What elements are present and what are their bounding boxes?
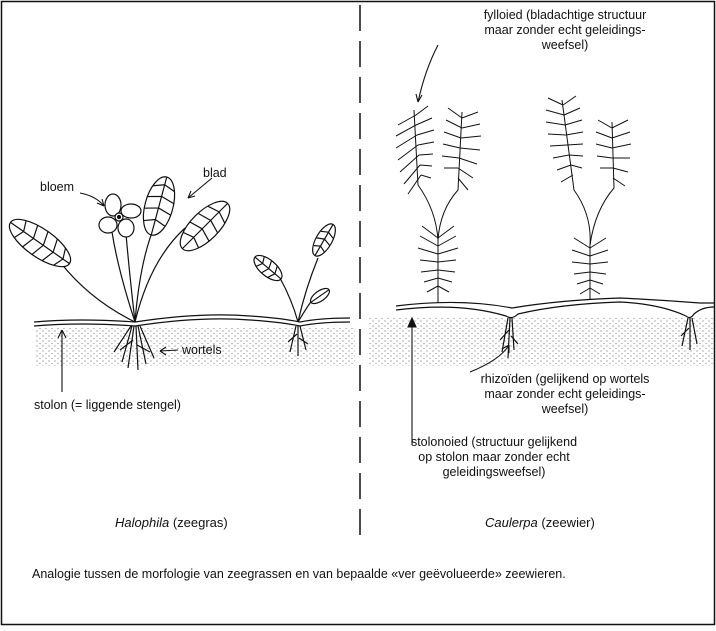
label-stolonoied-line2: op stolon maar zonder echt [384, 450, 604, 465]
label-stolon: stolon (= liggende stengel) [34, 398, 181, 413]
title-caulerpa-common: (zeewier) [541, 515, 594, 530]
label-stolonoied-line1: stolonoied (structuur gelijkend [384, 435, 604, 450]
label-fylloied-line1: fylloied (bladachtige structuur [420, 8, 710, 23]
label-fylloied-line2: maar zonder echt geleidings- [420, 23, 710, 38]
halophila-flower [99, 194, 141, 237]
title-halophila-common: (zeegras) [173, 515, 228, 530]
title-caulerpa-genus: Caulerpa [485, 515, 538, 530]
label-blad: blad [203, 166, 227, 181]
sediment-right [368, 318, 713, 366]
title-halophila: Halophila (zeegras) [115, 515, 228, 530]
label-stolonoied-line3: geleidingsweefsel) [384, 465, 604, 480]
label-rhizoiden: rhizoïden (gelijkend op wortels maar zon… [420, 372, 710, 417]
label-rhizoiden-line3: weefsel) [420, 402, 710, 417]
title-caulerpa: Caulerpa (zeewier) [485, 515, 595, 530]
figure-caption: Analogie tussen de morfologie van zeegra… [32, 567, 566, 581]
label-stolonoied: stolonoied (structuur gelijkend op stolo… [384, 435, 604, 480]
title-halophila-genus: Halophila [115, 515, 169, 530]
caulerpa-fronds [396, 96, 631, 303]
label-bloem: bloem [40, 180, 74, 195]
label-fylloied: fylloied (bladachtige structuur maar zon… [420, 8, 710, 53]
label-fylloied-line3: weefsel) [420, 38, 710, 53]
label-rhizoiden-line1: rhizoïden (gelijkend op wortels [420, 372, 710, 387]
label-wortels: wortels [182, 343, 222, 358]
label-rhizoiden-line2: maar zonder echt geleidings- [420, 387, 710, 402]
